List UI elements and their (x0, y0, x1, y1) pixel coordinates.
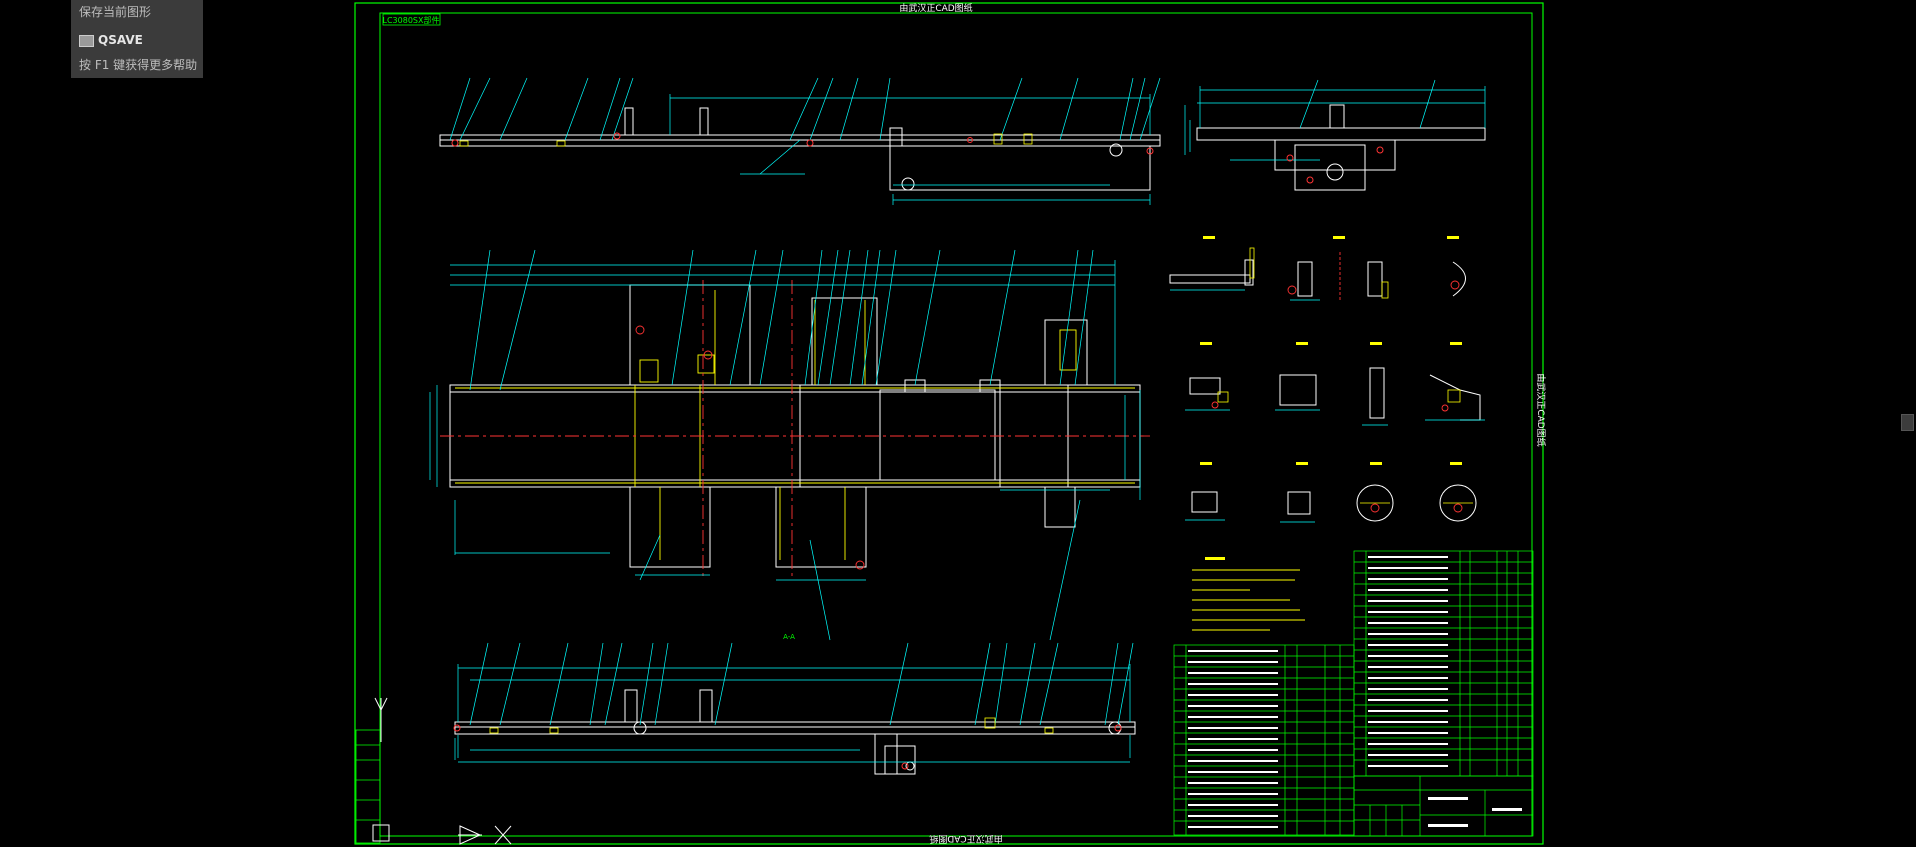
left-title-strip (355, 729, 381, 844)
drawing-code-box (382, 13, 441, 26)
plan-view (429, 249, 1150, 641)
side-view (1184, 79, 1486, 191)
top-elevation-view (439, 77, 1161, 205)
technical-notes (1192, 557, 1305, 631)
right-watermark: 由武汉正CAD图纸 (1535, 373, 1547, 446)
outer-frame (354, 2, 1544, 845)
tooltip-title: 保存当前图形 (79, 5, 152, 19)
ucs-icon (372, 697, 512, 845)
save-icon (79, 34, 94, 47)
detail-views (1169, 236, 1485, 523)
bottom-watermark: 由武汉正CAD图纸 (929, 833, 1002, 845)
tooltip-help: 按 F1 键获得更多帮助 (79, 58, 198, 72)
top-watermark: 由武汉正CAD图纸 (899, 2, 972, 14)
qsave-tooltip: 保存当前图形 QSAVE 按 F1 键获得更多帮助 (71, 0, 203, 78)
bottom-elevation-view (453, 642, 1136, 775)
tooltip-command: QSAVE (79, 33, 143, 47)
parts-list-table (1173, 550, 1534, 837)
drawing-code-text: LC3080SX部件 (383, 15, 440, 25)
vertical-scrollbar-thumb[interactable] (1901, 414, 1914, 431)
inner-frame (379, 12, 1533, 837)
section-label-aa: A-A (783, 633, 795, 641)
parts-list-text-rows (1188, 556, 1522, 828)
